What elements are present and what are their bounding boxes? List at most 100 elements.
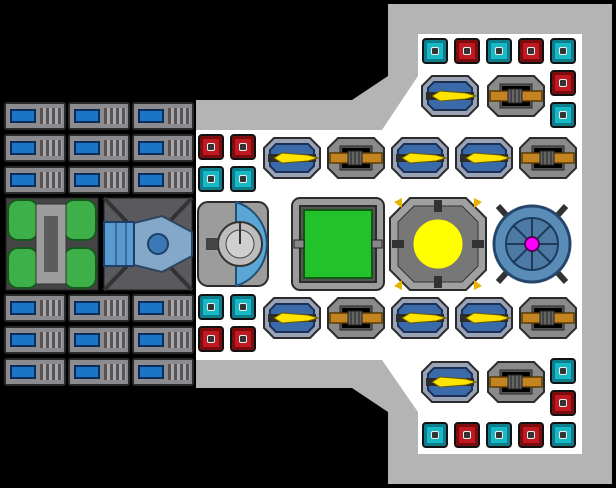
blue-thruster-module (102, 196, 194, 292)
battery-window (138, 301, 164, 315)
cell-dot (464, 48, 470, 54)
battery-ribs (168, 332, 190, 348)
cyan-cell-icon (486, 422, 512, 448)
battery-module (68, 134, 130, 162)
battery-module (4, 358, 66, 386)
yellow-core-module (388, 196, 488, 292)
battery-window (10, 301, 36, 315)
battery-window (74, 365, 100, 379)
red-cell-icon (454, 422, 480, 448)
orange-cannon-turret (326, 136, 386, 180)
cyan-cell-icon (230, 294, 256, 320)
cyan-cell-icon (550, 358, 576, 384)
battery-ribs (40, 108, 62, 124)
battery-window (74, 333, 100, 347)
battery-ribs (168, 108, 190, 124)
blue-cannon-turret (390, 296, 450, 340)
battery-ribs (104, 140, 126, 156)
red-cell-icon (230, 326, 256, 352)
battery-window (10, 141, 36, 155)
cyan-cell-icon (230, 166, 256, 192)
cell-dot (528, 432, 534, 438)
orange-cannon-turret (326, 296, 386, 340)
battery-ribs (40, 364, 62, 380)
battery-window (138, 365, 164, 379)
battery-module (132, 294, 194, 322)
orange-cannon-turret (518, 296, 578, 340)
blue-cannon-turret (454, 136, 514, 180)
cell-dot (560, 80, 566, 86)
battery-ribs (168, 172, 190, 188)
cell-dot (208, 304, 214, 310)
battery-module (132, 102, 194, 130)
red-cell-icon (518, 422, 544, 448)
cell-dot (496, 432, 502, 438)
blue-cannon-turret (454, 296, 514, 340)
green-engine-module (4, 196, 100, 292)
cell-dot (208, 176, 214, 182)
battery-ribs (40, 300, 62, 316)
cell-dot (560, 432, 566, 438)
battery-module (132, 358, 194, 386)
cyan-cell-icon (422, 38, 448, 64)
battery-ribs (40, 332, 62, 348)
blue-cannon-turret (262, 136, 322, 180)
cyan-cell-icon (486, 38, 512, 64)
cyan-cell-icon (550, 38, 576, 64)
cell-dot (560, 368, 566, 374)
cell-dot (208, 144, 214, 150)
battery-ribs (104, 332, 126, 348)
battery-module (4, 326, 66, 354)
battery-window (74, 301, 100, 315)
cell-dot (432, 432, 438, 438)
cell-dot (560, 48, 566, 54)
red-cell-icon (550, 70, 576, 96)
cell-dot (560, 400, 566, 406)
blue-cannon-turret (262, 296, 322, 340)
green-reactor-module (290, 196, 386, 292)
battery-module (132, 134, 194, 162)
red-cell-icon (518, 38, 544, 64)
red-cell-icon (230, 134, 256, 160)
battery-ribs (168, 140, 190, 156)
battery-module (4, 294, 66, 322)
battery-ribs (104, 300, 126, 316)
battery-ribs (168, 364, 190, 380)
battery-window (10, 173, 36, 187)
cell-dot (560, 112, 566, 118)
battery-window (138, 173, 164, 187)
battery-module (68, 294, 130, 322)
cyan-cell-icon (198, 294, 224, 320)
cell-dot (208, 336, 214, 342)
blue-cannon-turret (420, 360, 480, 404)
turbine-core-module (488, 196, 576, 292)
cell-dot (432, 48, 438, 54)
cell-dot (240, 336, 246, 342)
battery-window (138, 141, 164, 155)
cyan-cell-icon (550, 102, 576, 128)
cell-dot (240, 304, 246, 310)
cyan-cell-icon (198, 166, 224, 192)
cyan-cell-icon (422, 422, 448, 448)
battery-module (4, 102, 66, 130)
battery-window (10, 365, 36, 379)
battery-module (68, 326, 130, 354)
dome-cockpit-module (196, 196, 288, 292)
cyan-cell-icon (550, 422, 576, 448)
orange-cannon-turret (518, 136, 578, 180)
battery-ribs (40, 140, 62, 156)
battery-ribs (168, 300, 190, 316)
battery-module (4, 134, 66, 162)
red-cell-icon (454, 38, 480, 64)
battery-module (132, 166, 194, 194)
battery-window (138, 109, 164, 123)
red-cell-icon (198, 134, 224, 160)
cell-dot (496, 48, 502, 54)
battery-ribs (104, 364, 126, 380)
battery-window (10, 333, 36, 347)
orange-cannon-turret (486, 360, 546, 404)
cell-dot (240, 176, 246, 182)
battery-ribs (40, 172, 62, 188)
cell-dot (464, 432, 470, 438)
